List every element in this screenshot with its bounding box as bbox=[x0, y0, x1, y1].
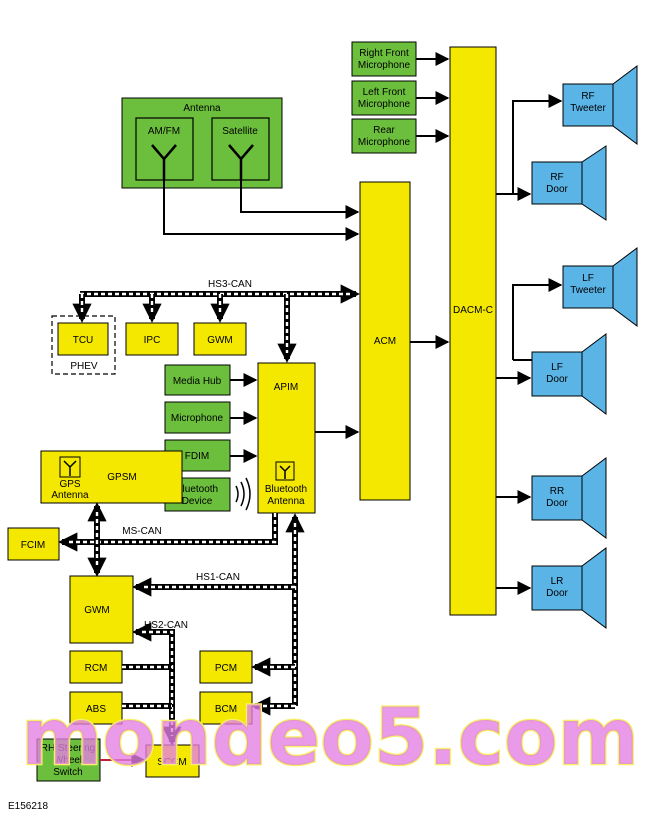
gwm-bottom-label: GWM bbox=[84, 605, 110, 616]
gwm-bottom-module: GWM bbox=[69, 575, 134, 644]
rr-door-line2: Door bbox=[546, 498, 568, 509]
media-hub-module: Media Hub bbox=[164, 364, 231, 396]
rear-microphone: Rear Microphone bbox=[351, 118, 417, 154]
rf-tweeter-line2: Tweeter bbox=[570, 103, 606, 114]
abs-label: ABS bbox=[86, 704, 106, 715]
gwm-top-module: GWM bbox=[193, 322, 247, 356]
lf-door-line1: LF bbox=[551, 362, 563, 373]
rh-switch-line3: Switch bbox=[53, 767, 82, 778]
lf-door-line2: Door bbox=[546, 374, 568, 385]
rcm-module: RCM bbox=[69, 650, 123, 684]
lf-tweeter-line1: LF bbox=[582, 273, 594, 284]
satellite-label: Satellite bbox=[222, 126, 258, 137]
microphone-module: Microphone bbox=[164, 401, 231, 434]
bluetooth-antenna-line1: Bluetooth bbox=[265, 484, 307, 495]
fcim-module: FCIM bbox=[7, 527, 60, 561]
gps-antenna-line2: Antenna bbox=[51, 490, 89, 501]
rcm-label: RCM bbox=[85, 663, 108, 674]
phev-dashed-outline bbox=[51, 315, 116, 375]
hs1-can-bus bbox=[132, 513, 305, 716]
gpsm-module: GPS Antenna GPSM bbox=[40, 450, 183, 504]
watermark: mondeo5.com bbox=[21, 693, 639, 783]
ms-can-bus bbox=[58, 502, 278, 577]
phev-label: PHEV bbox=[70, 361, 98, 372]
bluetooth-device-line1: Bluetooth bbox=[176, 484, 218, 495]
tcu-label: TCU bbox=[73, 335, 94, 346]
ipc-label: IPC bbox=[144, 335, 161, 346]
satellite-to-acm-line bbox=[240, 180, 360, 219]
am-fm-antenna-icon bbox=[151, 144, 177, 180]
hs3-can-bus bbox=[72, 284, 360, 363]
rr-door-line1: RR bbox=[550, 486, 564, 497]
media-hub-label: Media Hub bbox=[173, 376, 222, 387]
apim-label: APIM bbox=[274, 382, 298, 393]
dacm-to-rf-tweeter-line bbox=[512, 94, 563, 194]
rear-microphone-line2: Microphone bbox=[358, 137, 411, 148]
rf-door-line2: Door bbox=[546, 184, 568, 195]
wireless-signal-icon bbox=[235, 477, 251, 511]
am-fm-label: AM/FM bbox=[148, 126, 180, 137]
microphone-label: Microphone bbox=[171, 413, 224, 424]
left-front-microphone-line2: Microphone bbox=[358, 99, 411, 110]
dacm-c-label: DACM-C bbox=[453, 305, 493, 316]
lr-door-line1: LR bbox=[551, 576, 564, 587]
tcu-module: TCU bbox=[57, 322, 109, 356]
rf-door-speaker: RF Door bbox=[531, 145, 607, 221]
rr-door-speaker: RR Door bbox=[531, 457, 607, 539]
acm-label: ACM bbox=[374, 336, 396, 347]
rh-switch-line1: RH Steering bbox=[41, 743, 95, 754]
satellite-antenna-icon bbox=[228, 144, 254, 180]
hs2-can-label: HS2-CAN bbox=[144, 620, 188, 631]
hs1-can-label: HS1-CAN bbox=[196, 572, 240, 583]
antenna-module: Antenna AM/FM Satellite bbox=[121, 97, 283, 189]
dacm-to-lf-tweeter-line bbox=[512, 278, 563, 360]
figure-reference: E156218 bbox=[8, 801, 48, 812]
lf-tweeter-line2: Tweeter bbox=[570, 285, 606, 296]
hs3-can-label: HS3-CAN bbox=[208, 279, 252, 290]
right-front-microphone-line1: Right Front bbox=[359, 48, 409, 59]
hs2-can-bus bbox=[122, 622, 182, 746]
dacm-c-module: DACM-C bbox=[449, 46, 497, 616]
bcm-label: BCM bbox=[215, 704, 237, 715]
rh-steering-wheel-switch: RH Steering Wheel Switch bbox=[36, 738, 101, 782]
amfm-to-acm-line bbox=[163, 180, 360, 241]
rear-microphone-line1: Rear bbox=[373, 125, 395, 136]
bluetooth-device-line2: Device bbox=[182, 496, 213, 507]
sccm-label: SCCM bbox=[157, 757, 186, 768]
solid-connections bbox=[100, 52, 563, 767]
ms-can-label: MS-CAN bbox=[122, 526, 161, 537]
gpsm-label: GPSM bbox=[107, 472, 136, 483]
rf-tweeter: RF Tweeter bbox=[562, 65, 638, 145]
apim-module: APIM Bluetooth Antenna bbox=[257, 362, 316, 514]
right-front-microphone-line2: Microphone bbox=[358, 60, 411, 71]
rf-door-line1: RF bbox=[550, 172, 563, 183]
can-bus-lines bbox=[58, 284, 360, 746]
left-front-microphone: Left Front Microphone bbox=[351, 80, 417, 116]
lr-door-speaker: LR Door bbox=[531, 547, 607, 629]
lr-door-line2: Door bbox=[546, 588, 568, 599]
rh-switch-line2: Wheel bbox=[54, 755, 82, 766]
gps-antenna-line1: GPS bbox=[59, 479, 80, 490]
fdim-label: FDIM bbox=[185, 451, 209, 462]
gps-antenna-icon bbox=[63, 460, 77, 476]
gwm-top-label: GWM bbox=[207, 335, 233, 346]
sccm-module: SCCM bbox=[145, 744, 200, 778]
right-front-microphone: Right Front Microphone bbox=[351, 41, 417, 77]
acm-module: ACM bbox=[359, 181, 411, 501]
bluetooth-antenna-icon bbox=[279, 465, 291, 479]
rf-tweeter-line1: RF bbox=[581, 91, 594, 102]
lf-door-speaker: LF Door bbox=[531, 333, 607, 415]
left-front-microphone-line1: Left Front bbox=[363, 87, 406, 98]
ipc-module: IPC bbox=[125, 322, 179, 356]
pcm-label: PCM bbox=[215, 663, 237, 674]
bluetooth-antenna-line2: Antenna bbox=[267, 496, 305, 507]
pcm-module: PCM bbox=[199, 650, 253, 684]
lf-tweeter: LF Tweeter bbox=[562, 247, 638, 327]
antenna-label: Antenna bbox=[183, 103, 221, 114]
fcim-label: FCIM bbox=[21, 540, 45, 551]
